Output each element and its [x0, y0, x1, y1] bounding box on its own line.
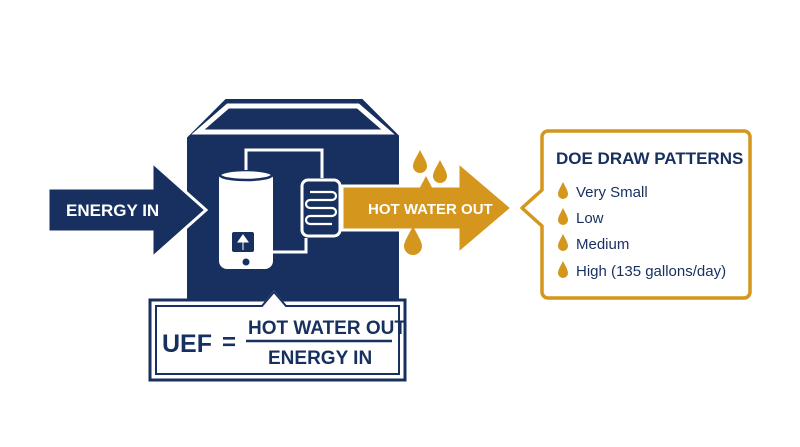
- water-drop-icon: [413, 150, 427, 173]
- list-item: Low: [558, 208, 604, 227]
- formula-denominator: ENERGY IN: [268, 348, 372, 369]
- hot-water-out-label: HOT WATER OUT: [368, 201, 493, 218]
- heat-exchanger-icon: [300, 178, 342, 238]
- water-drop-icon: [558, 208, 568, 225]
- energy-in-arrow: [46, 158, 209, 262]
- water-drop-icon: [419, 176, 433, 199]
- formula-equals: =: [222, 329, 236, 356]
- list-item-label: Medium: [576, 236, 629, 253]
- water-drops: [404, 150, 447, 255]
- list-item: Medium: [558, 234, 629, 253]
- list-item-label: Low: [576, 210, 604, 227]
- water-drop-icon: [558, 261, 568, 278]
- water-drop-icon: [558, 182, 568, 199]
- flame-icon: [237, 234, 249, 250]
- list-item: Very Small: [558, 182, 648, 201]
- formula-lhs: UEF: [162, 330, 212, 358]
- energy-in-label: ENERGY IN: [66, 201, 159, 220]
- list-item-label: High (135 gallons/day): [576, 263, 726, 280]
- piping: [244, 148, 324, 254]
- draw-patterns-callout: [520, 129, 752, 300]
- water-drop-icon: [404, 226, 422, 255]
- list-item: High (135 gallons/day): [558, 261, 726, 280]
- water-drop-icon: [558, 234, 568, 251]
- formula-box: [148, 285, 407, 382]
- list-item-label: Very Small: [576, 184, 648, 201]
- draw-patterns-title: DOE DRAW PATTERNS: [556, 149, 743, 168]
- water-drop-icon: [433, 160, 447, 183]
- draw-patterns-list: Very Small Low Medium High (135 gallons/…: [558, 182, 726, 280]
- formula-numerator: HOT WATER OUT: [248, 318, 406, 339]
- water-heater-icon: [217, 168, 275, 271]
- hot-water-out-arrow: [340, 158, 515, 258]
